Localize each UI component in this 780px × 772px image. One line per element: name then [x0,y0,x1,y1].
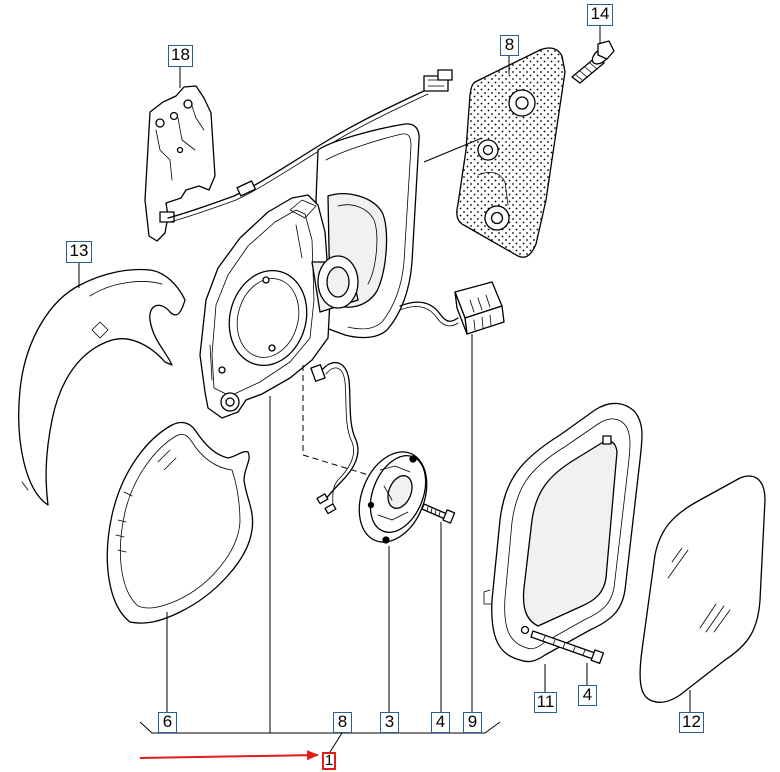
part-14-screw [571,40,615,84]
assembly-dashed-line [302,365,373,477]
callout-8-bottom[interactable]: 8 [333,712,352,733]
part-18-cable [167,69,453,223]
assembly-bracket [139,721,501,734]
main-housing [199,194,359,419]
callout-4-bottom[interactable]: 4 [431,712,450,733]
callout-1-highlighted[interactable]: 1 [322,752,336,770]
part-9-connector [399,281,505,335]
leader-8-link [423,137,483,163]
motor-cable [310,361,359,515]
part-6-cap [106,421,254,624]
leader-lines [78,26,691,753]
callout-18[interactable]: 18 [168,45,193,67]
highlight-arrow [139,750,319,761]
callout-4-right[interactable]: 4 [578,685,597,706]
callout-3[interactable]: 3 [380,712,399,733]
callout-13[interactable]: 13 [66,241,92,263]
part-4-screw-bottom [421,503,456,524]
part-4-screw-right [530,630,605,664]
part-18-pad [144,85,216,242]
callout-8-top[interactable]: 8 [500,35,519,56]
part-12-glass [639,475,766,703]
callout-11[interactable]: 11 [534,692,557,713]
callout-6[interactable]: 6 [158,712,177,733]
callout-14[interactable]: 14 [587,4,613,26]
part-3-motor [358,451,428,544]
bracket-to-1-line [329,732,343,753]
callout-12[interactable]: 12 [679,712,704,733]
part-8-gasket [456,47,566,258]
part-11-frame [483,402,643,663]
callout-9[interactable]: 9 [463,712,482,733]
part-13-shell [18,268,186,506]
